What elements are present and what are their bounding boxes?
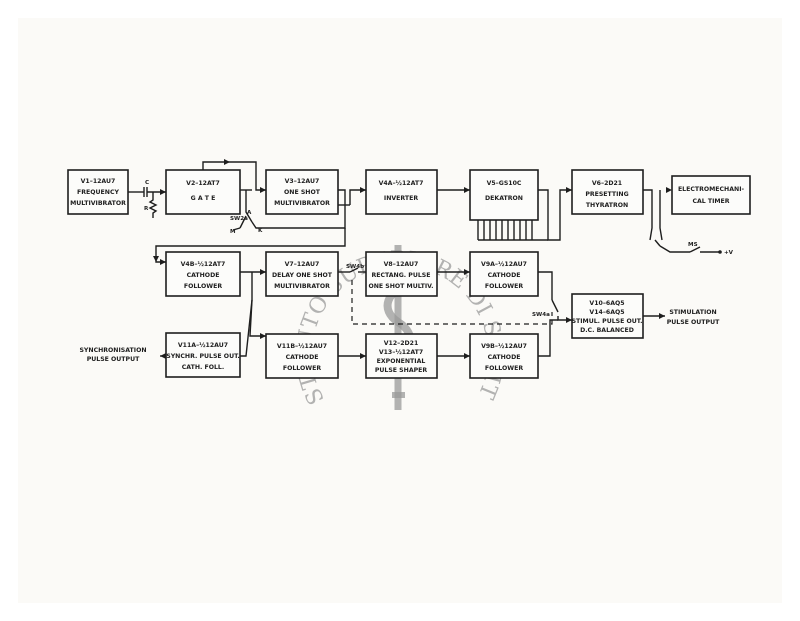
stim-output-line-1: STIMULATION [669,309,716,316]
block-v9a-line-2: CATHODE [488,272,521,279]
block-v7: V7–12AU7 DELAY ONE SHOT MULTIVIBRATOR [265,251,339,297]
block-v4b: V4B–½12AT7 CATHODE FOLLOWER [165,251,241,297]
block-v11a-line-1: V11A–½12AU7 [178,341,228,349]
block-v1-line-2: FREQUENCY [77,189,119,196]
block-v3-line-3: MULTIVIBRATOR [274,200,330,207]
block-timer: ELECTROMECHANI- CAL TIMER [671,175,751,215]
block-v9b-line-2: CATHODE [488,354,521,361]
block-timer-line-2: CAL TIMER [692,198,729,205]
block-v3-line-2: ONE SHOT [284,189,321,196]
block-v9b-line-1: V9B–½12AU7 [481,342,527,350]
block-v12: V12–2D21 V13–½12AT7 EXPONENTIAL PULSE SH… [365,333,438,379]
resistor-label: R [144,206,149,212]
block-v6: V6–2D21 PRESETTING THYRATRON [571,169,644,215]
block-v5: V5–GS10C DEKATRON [469,169,539,221]
block-v11b: V11B–½12AU7 CATHODE FOLLOWER [265,333,339,379]
block-v9b: V9B–½12AU7 CATHODE FOLLOWER [469,333,539,379]
switch-pos-m-label: M [230,229,236,235]
block-v5-line-1: V5–GS10C [487,180,522,187]
stim-output-label: STIMULATION PULSE OUTPUT [667,309,720,326]
block-v9a-line-3: FOLLOWER [485,283,523,290]
block-v12-line-1: V12–2D21 [384,340,419,347]
block-v7-line-2: DELAY ONE SHOT [272,272,333,279]
block-v11b-line-1: V11B–½12AU7 [277,342,327,350]
switch-sw4b-label: SW4b [346,264,364,270]
component-labels: C R SW2a A M K MS +V SW4b SW4a [144,180,734,318]
block-v9a: V9A–½12AU7 CATHODE FOLLOWER [469,251,539,297]
block-v10-line-1: V10–6AQ5 [589,300,624,307]
block-v11a-line-2: SYNCHR. PULSE OUT. [166,353,239,360]
block-v3-line-1: V3–12AU7 [285,178,320,185]
block-v12-line-3: EXPONENTIAL [377,358,426,365]
block-v4b-line-1: V4B–½12AT7 [181,260,226,268]
supply-voltage-label: +V [724,250,734,256]
block-v11a: V11A–½12AU7 SYNCHR. PULSE OUT. CATH. FOL… [165,332,241,378]
block-v4a-line-1: V4A–½12AT7 [379,179,424,187]
sync-output-label: SYNCHRONISATION PULSE OUTPUT [79,347,146,363]
signal-wires [128,161,722,357]
block-v8-line-3: ONE SHOT MULTIV. [368,283,433,290]
stim-output-line-2: PULSE OUTPUT [667,319,720,326]
capacitor-label: C [145,180,149,186]
block-v11b-line-2: CATHODE [286,354,319,361]
dekatron-pins [477,220,548,241]
block-v9a-line-1: V9A–½12AU7 [481,260,527,268]
block-v2-line-2: G A T E [191,195,216,202]
switch-pos-k-label: K [258,228,263,234]
block-v10-line-4: D.C. BALANCED [580,327,634,334]
arrowheads [153,159,672,359]
sync-output-line-2: PULSE OUTPUT [87,356,140,363]
block-v10: V10–6AQ5 V14–6AQ5 STIMUL. PULSE OUT. D.C… [571,293,644,339]
block-v7-line-3: MULTIVIBRATOR [274,283,330,290]
block-v8-line-1: V8–12AU7 [384,261,419,268]
block-v6-line-3: THYRATRON [586,202,628,209]
block-v6-line-2: PRESETTING [585,191,628,198]
block-v2-line-1: V2–12AT7 [186,180,220,187]
block-v4a: V4A–½12AT7 INVERTER [365,169,438,215]
block-v3: V3–12AU7 ONE SHOT MULTIVIBRATOR [265,169,339,215]
switch-ms-label: MS [688,242,698,248]
switch-sw2a-label: SW2a [230,216,248,222]
switch-pos-a-label: A [247,210,252,216]
block-v8-line-2: RECTANG. PULSE [371,272,430,279]
switch-sw4a-label: SW4a [532,312,550,318]
block-v4b-line-3: FOLLOWER [184,283,222,290]
block-timer-line-1: ELECTROMECHANI- [678,186,745,193]
block-v6-line-1: V6–2D21 [592,180,622,187]
block-v8: V8–12AU7 RECTANG. PULSE ONE SHOT MULTIV. [365,251,438,297]
block-v4b-line-2: CATHODE [187,272,220,279]
block-v7-line-1: V7–12AU7 [285,261,320,268]
block-v9b-line-3: FOLLOWER [485,365,523,372]
block-v11a-line-3: CATH. FOLL. [182,364,224,371]
block-v10-line-2: V14–6AQ5 [589,309,624,316]
block-v10-line-3: STIMUL. PULSE OUT. [572,318,643,325]
block-v1-line-3: MULTIVIBRATOR [70,200,126,207]
block-v11b-line-3: FOLLOWER [283,365,321,372]
block-v1-line-1: V1–12AU7 [81,178,116,185]
sync-output-line-1: SYNCHRONISATION [79,347,146,354]
block-v5-line-2: DEKATRON [485,195,523,202]
block-v1: V1–12AU7 FREQUENCY MULTIVIBRATOR [67,169,129,215]
block-v12-line-2: V13–½12AT7 [379,348,423,356]
block-v4a-line-2: INVERTER [384,195,418,202]
block-v2: V2–12AT7 G A T E [165,169,241,215]
block-v12-line-4: PULSE SHAPER [375,367,428,374]
